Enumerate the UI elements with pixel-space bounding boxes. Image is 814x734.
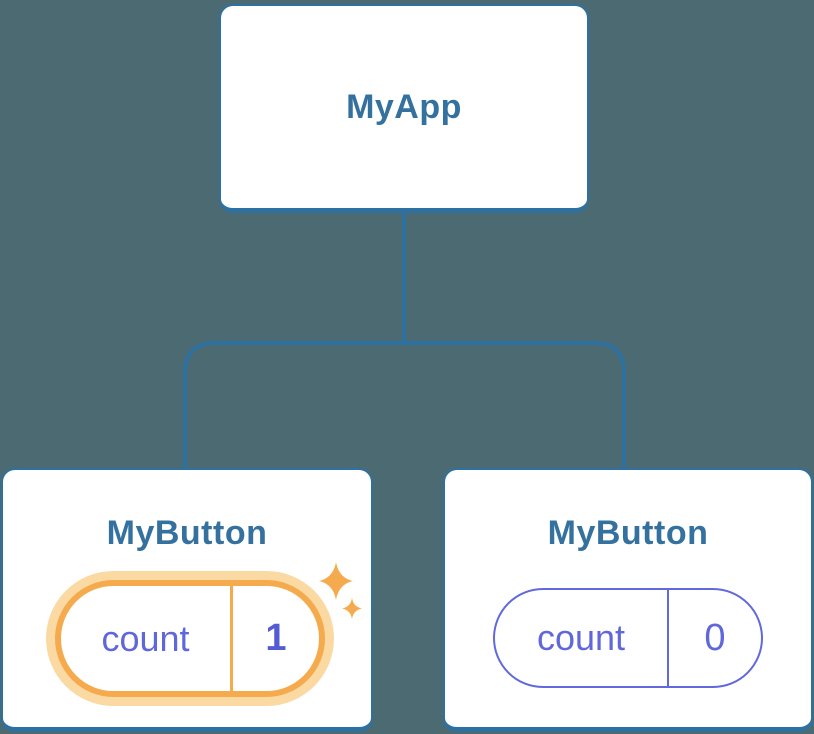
component-card-mybutton-updated: MyButton count 1 bbox=[1, 468, 373, 732]
component-card-mybutton-normal: MyButton count 0 bbox=[443, 468, 813, 732]
state-pill-divider bbox=[230, 586, 233, 691]
state-value: 1 bbox=[265, 617, 287, 659]
component-name-mybutton-right: MyButton bbox=[547, 514, 709, 552]
state-label: count bbox=[536, 617, 626, 658]
state-pill-updated: count 1 bbox=[55, 580, 325, 697]
state-pill-divider bbox=[667, 590, 669, 686]
component-name-mybutton-left: MyButton bbox=[106, 514, 268, 552]
component-card-myapp: MyApp bbox=[219, 4, 589, 213]
state-label: count bbox=[101, 617, 190, 659]
state-pill-normal: count 0 bbox=[493, 588, 763, 688]
component-name-myapp: MyApp bbox=[346, 87, 462, 126]
state-value: 0 bbox=[704, 616, 726, 659]
